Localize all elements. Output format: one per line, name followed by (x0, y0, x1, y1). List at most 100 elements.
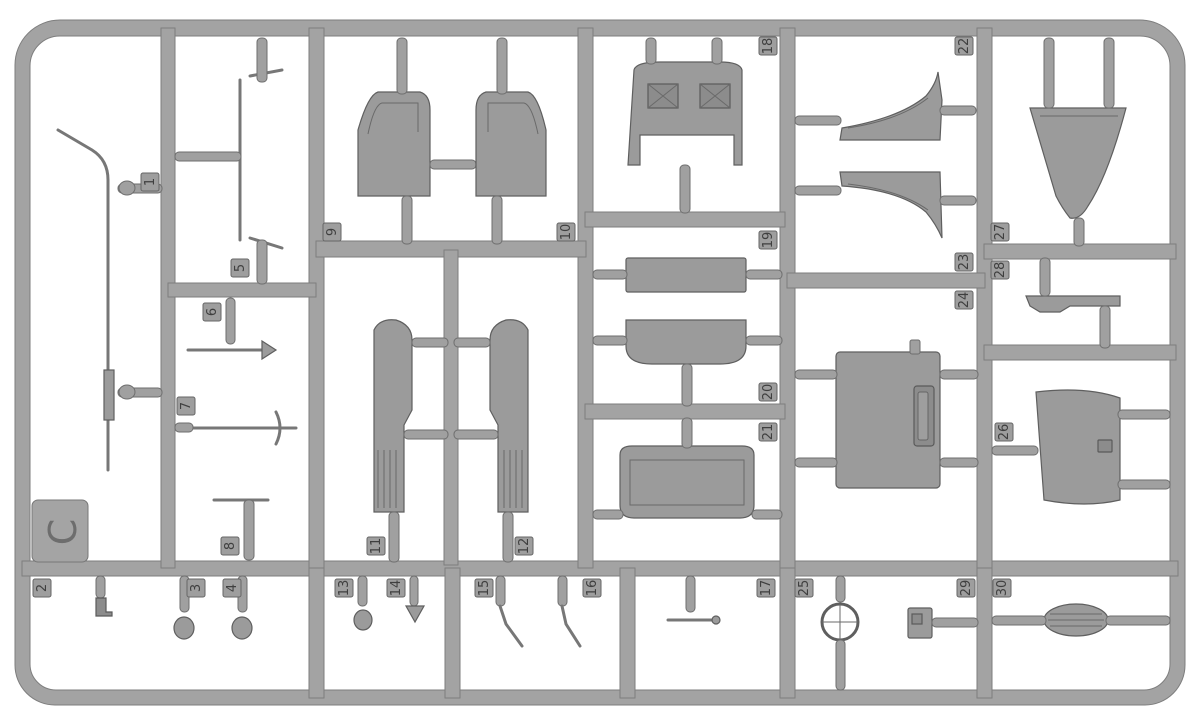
sprue-letter: C (41, 519, 85, 546)
part-6-shovel (186, 297, 278, 361)
part-17-handle (666, 575, 721, 625)
part-number-box (32, 578, 52, 598)
part-number-box (794, 578, 814, 598)
part-number-label: 14 (389, 580, 404, 597)
part-number-label: 15 (477, 580, 492, 597)
part-number-label: 11 (369, 538, 384, 555)
part-number-label: 18 (761, 38, 776, 55)
part-number-box (334, 578, 354, 598)
part-number-tab-1: 1 (140, 172, 160, 192)
part-number-label: 9 (325, 228, 340, 236)
part-21-windshield-frame (592, 417, 783, 520)
part-number-box (186, 578, 206, 598)
part-25-steering-wheel (820, 575, 860, 691)
part-number-tab-4: 4 (222, 578, 242, 598)
part-number-box (140, 172, 160, 192)
part-number-box (954, 252, 974, 272)
part-19-panel (592, 257, 783, 293)
part-number-label: 4 (225, 584, 240, 592)
part-number-box (230, 258, 250, 278)
part-number-label: 1 (143, 178, 158, 186)
part-number-tab-20: 20 (758, 382, 778, 402)
part-number-label: 25 (797, 580, 812, 597)
part-number-label: 28 (993, 262, 1008, 279)
part-number-label: 17 (759, 580, 774, 597)
part-number-box (992, 578, 1012, 598)
part-10-door (475, 37, 547, 245)
part-27-radiator-shell (1029, 37, 1127, 247)
part-number-box (474, 578, 494, 598)
part-number-label: 2 (35, 584, 50, 592)
part-number-box (758, 36, 778, 56)
part-number-label: 27 (993, 224, 1008, 241)
part-number-tab-19: 19 (758, 230, 778, 250)
part-number-label: 26 (997, 424, 1012, 441)
part-29-switch-box (907, 607, 979, 639)
part-number-box (386, 578, 406, 598)
part-9-door (357, 37, 477, 245)
part-number-label: 29 (959, 580, 974, 597)
part-number-tab-9: 9 (322, 222, 342, 242)
part-number-tab-26: 26 (994, 422, 1014, 442)
part-number-tab-2: 2 (32, 578, 52, 598)
part-15-pedal (495, 575, 524, 648)
part-number-box (954, 36, 974, 56)
part-20-panel (592, 319, 783, 407)
part-number-tab-3: 3 (186, 578, 206, 598)
part-number-box (322, 222, 342, 242)
part-number-label: 16 (585, 580, 600, 597)
sprue-runners (21, 27, 1179, 699)
part-number-tab-5: 5 (230, 258, 250, 278)
part-number-box (220, 536, 240, 556)
part-number-tab-27: 27 (990, 222, 1010, 242)
part-13-knob (353, 575, 373, 631)
part-number-label: 5 (233, 264, 248, 272)
part-28-bracket (1025, 257, 1121, 349)
part-number-label: 30 (995, 580, 1010, 597)
part-number-box (582, 578, 602, 598)
part-number-tab-7: 7 (176, 396, 196, 416)
part-number-tab-23: 23 (954, 252, 974, 272)
part-number-tab-21: 21 (758, 422, 778, 442)
part-number-label: 8 (223, 542, 238, 550)
part-30-grille-oval (991, 603, 1171, 637)
part-number-label: 23 (957, 254, 972, 271)
part-7-pick (174, 410, 298, 446)
part-number-tab-16: 16 (582, 578, 602, 598)
part-16-pedal (557, 575, 582, 648)
part-12-seat-back (453, 319, 529, 563)
part-number-box (994, 422, 1014, 442)
part-number-box (202, 302, 222, 322)
part-8-tee (212, 498, 270, 561)
part-number-box (758, 382, 778, 402)
part-number-tab-11: 11 (366, 536, 386, 556)
part-number-tab-25: 25 (794, 578, 814, 598)
part-26-tank-cover (991, 389, 1171, 505)
part-22-fender (794, 71, 977, 141)
sprue-letter-tab: C (31, 499, 89, 563)
sprue-outer-frame (14, 19, 1186, 706)
part-number-tab-30: 30 (992, 578, 1012, 598)
part-number-label: 22 (957, 38, 972, 55)
part-number-label: 12 (517, 538, 532, 555)
part-number-label: 20 (761, 384, 776, 401)
part-number-box (758, 230, 778, 250)
part-number-box (956, 578, 976, 598)
part-5-linkage (174, 37, 284, 285)
part-number-tab-13: 13 (334, 578, 354, 598)
part-number-box (758, 422, 778, 442)
part-number-box (990, 260, 1010, 280)
part-number-tab-12: 12 (514, 536, 534, 556)
part-number-tab-6: 6 (202, 302, 222, 322)
part-number-box (222, 578, 242, 598)
part-number-tab-15: 15 (474, 578, 494, 598)
part-number-box (556, 222, 576, 242)
part-number-tab-24: 24 (954, 290, 974, 310)
part-11-seat-back (373, 319, 449, 563)
part-number-tab-28: 28 (990, 260, 1010, 280)
part-number-box (514, 536, 534, 556)
part-number-tab-29: 29 (956, 578, 976, 598)
part-number-box (990, 222, 1010, 242)
